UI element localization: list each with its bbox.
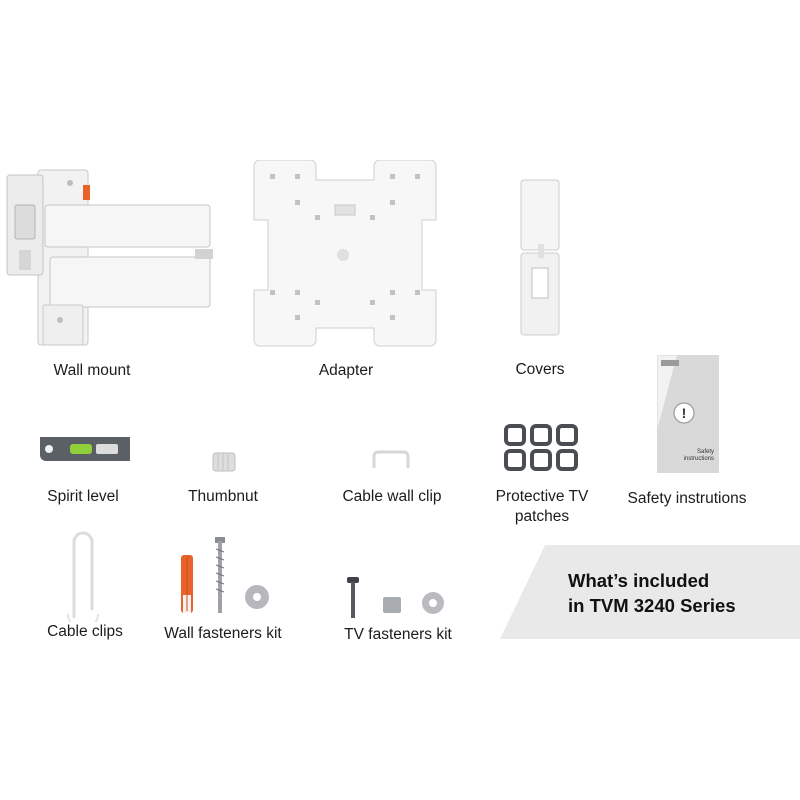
tv-fasteners-image bbox=[347, 577, 444, 618]
label-safety-instructions: Safety instrutions bbox=[627, 490, 747, 507]
booklet-title-line1: Safety bbox=[696, 449, 714, 455]
label-cable-clips: Cable clips bbox=[47, 623, 123, 640]
banner-heading: What’s included in TVM 3240 Series bbox=[568, 568, 736, 618]
spirit-level-image bbox=[40, 437, 130, 461]
label-cable-wall-clip: Cable wall clip bbox=[342, 488, 442, 505]
protective-patches-image bbox=[504, 424, 578, 471]
wall-mount-image bbox=[6, 169, 213, 346]
label-tv-fasteners-kit: TV fasteners kit bbox=[344, 626, 452, 643]
cable-clips-image bbox=[67, 531, 99, 622]
thumbnut-image bbox=[212, 452, 236, 472]
svg-text:!: ! bbox=[682, 405, 687, 421]
booklet-title-line2: instructions bbox=[683, 456, 714, 462]
label-wall-mount: Wall mount bbox=[53, 362, 131, 379]
label-adapter: Adapter bbox=[318, 362, 374, 379]
label-covers: Covers bbox=[515, 361, 565, 378]
label-protective-patches-line2: patches bbox=[514, 508, 570, 525]
banner-line2: in TVM 3240 Series bbox=[568, 595, 736, 616]
safety-booklet-image: ! Safety instructions bbox=[657, 355, 719, 473]
label-thumbnut: Thumbnut bbox=[188, 488, 258, 505]
covers-image bbox=[520, 179, 560, 336]
label-spirit-level: Spirit level bbox=[47, 488, 119, 505]
whats-included-banner bbox=[500, 545, 800, 639]
adapter-plate-image bbox=[253, 160, 437, 347]
cable-wall-clip-image bbox=[372, 450, 410, 468]
label-wall-fasteners-kit: Wall fasteners kit bbox=[164, 625, 282, 642]
wall-fasteners-image bbox=[181, 537, 269, 613]
banner-line1: What’s included bbox=[568, 570, 710, 591]
label-protective-patches-line1: Protective TV bbox=[495, 488, 589, 505]
